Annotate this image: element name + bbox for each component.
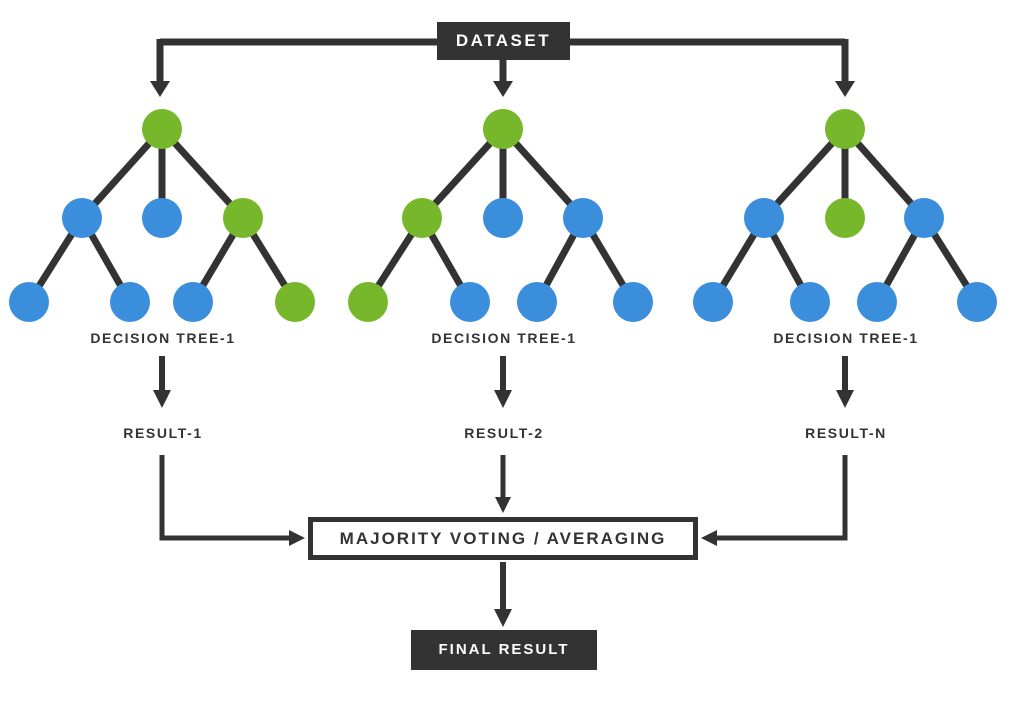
dataset-to-tree1-arrowhead-icon xyxy=(150,81,170,97)
tree3-label: DECISION TREE-1 xyxy=(773,330,919,346)
tree-node-blue xyxy=(173,282,213,322)
tree-layer xyxy=(9,109,997,322)
dataset-to-tree2-arrowhead-icon xyxy=(493,81,513,97)
tree1-label: DECISION TREE-1 xyxy=(90,330,236,346)
tree-node-blue xyxy=(857,282,897,322)
tree-node-green xyxy=(142,109,182,149)
tree1-to-result1-arrowhead-icon xyxy=(153,390,171,408)
tree-node-blue xyxy=(744,198,784,238)
tree-node-green xyxy=(348,282,388,322)
tree-node-blue xyxy=(9,282,49,322)
dataset-to-tree3-arrowhead-icon xyxy=(835,81,855,97)
tree-node-blue xyxy=(613,282,653,322)
result1-to-voting-line xyxy=(159,455,289,541)
tree2-to-result2-arrowhead-icon xyxy=(494,390,512,408)
result1-to-voting-arrowhead-icon xyxy=(289,530,305,546)
tree-node-blue xyxy=(563,198,603,238)
tree-node-blue xyxy=(904,198,944,238)
tree-node-blue xyxy=(957,282,997,322)
tree2-label: DECISION TREE-1 xyxy=(431,330,577,346)
tree-node-green xyxy=(825,198,865,238)
tree-node-blue xyxy=(110,282,150,322)
tree-edge xyxy=(159,126,246,221)
tree-edge xyxy=(761,126,848,221)
result1-label: RESULT-1 xyxy=(123,425,203,441)
tree-node-green xyxy=(402,198,442,238)
tree-edge xyxy=(419,126,506,221)
dataset-box: DATASET xyxy=(437,22,570,60)
final-result-box: FINAL RESULT xyxy=(411,630,597,670)
resultn-to-voting-line xyxy=(717,455,848,541)
majority-voting-box: MAJORITY VOTING / AVERAGING xyxy=(308,517,698,560)
tree-node-blue xyxy=(517,282,557,322)
tree-node-green xyxy=(275,282,315,322)
tree-node-green xyxy=(825,109,865,149)
tree-node-blue xyxy=(693,282,733,322)
resultn-label: RESULT-N xyxy=(805,425,887,441)
voting-to-final-arrowhead-icon xyxy=(494,609,512,627)
tree-node-green xyxy=(483,109,523,149)
tree-node-blue xyxy=(790,282,830,322)
result2-to-voting-arrowhead-icon xyxy=(495,497,511,513)
tree-node-blue xyxy=(142,198,182,238)
resultn-to-voting-arrowhead-icon xyxy=(701,530,717,546)
tree-node-blue xyxy=(450,282,490,322)
tree-node-green xyxy=(223,198,263,238)
tree3-to-resultn-arrowhead-icon xyxy=(836,390,854,408)
tree-node-blue xyxy=(62,198,102,238)
result2-label: RESULT-2 xyxy=(464,425,544,441)
tree-node-blue xyxy=(483,198,523,238)
